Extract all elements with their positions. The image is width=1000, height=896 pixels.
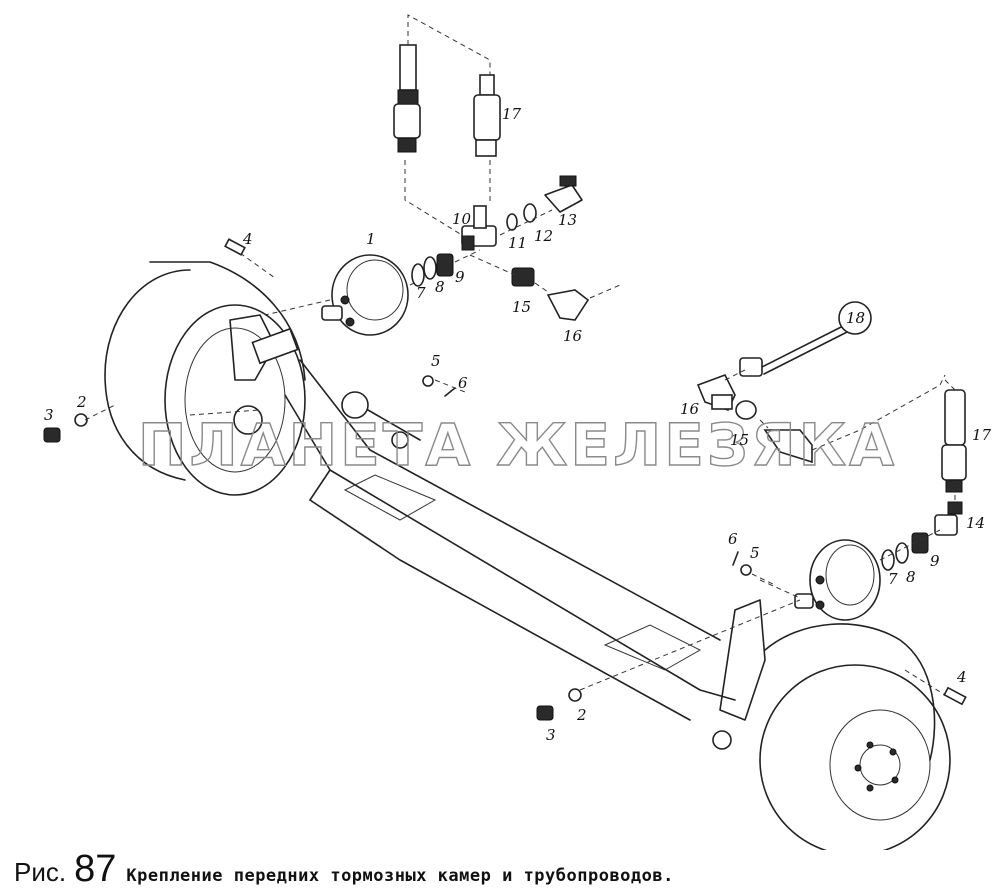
callout-17-right: 17 [972, 426, 992, 444]
axle-brake-diagram: ПЛАНЕТА ЖЕЛЕЗЯКА 1 2 3 4 5 6 7 8 9 10 11… [43, 14, 992, 850]
callout-7-right: 7 [888, 570, 898, 588]
watermark: ПЛАНЕТА ЖЕЛЕЗЯКА [138, 411, 897, 479]
callout-4-right: 4 [956, 668, 967, 686]
callout-18: 18 [846, 309, 865, 327]
callout-11: 11 [508, 234, 527, 252]
figure-caption: Рис. 87 Крепление передних тормозных кам… [14, 848, 674, 890]
left-brake-chamber [189, 249, 481, 416]
callout-13: 13 [558, 211, 577, 229]
callout-14: 14 [966, 514, 985, 532]
callout-8-right: 8 [906, 568, 916, 586]
caption-text: Крепление передних тормозных камер и тру… [126, 866, 674, 886]
callout-10: 10 [452, 210, 472, 228]
axle-beam [284, 359, 736, 721]
left-elbow [469, 254, 621, 321]
caption-prefix: Рис. [14, 857, 67, 887]
callout-5: 5 [431, 352, 441, 370]
left-brake-drum [104, 261, 306, 496]
callout-17: 17 [502, 105, 522, 123]
caption-figure-number: 87 [74, 848, 117, 890]
left-tee-fitting [461, 175, 583, 251]
callout-3: 3 [44, 406, 54, 424]
right-brake-drum [712, 599, 951, 850]
callout-8: 8 [435, 278, 445, 296]
callout-6-right: 6 [728, 530, 738, 548]
callout-9: 9 [455, 268, 465, 286]
callout-15: 15 [512, 298, 531, 316]
left-hoses [393, 14, 501, 241]
right-brake-chamber [579, 529, 946, 696]
hardware [43, 238, 967, 721]
callout-6: 6 [458, 374, 468, 392]
callout-16-right: 16 [680, 400, 700, 418]
callout-7: 7 [416, 284, 426, 302]
callout-2: 2 [76, 393, 87, 411]
callout-15-right: 15 [730, 431, 749, 449]
callout-9-right: 9 [930, 552, 940, 570]
callout-2-right: 2 [576, 706, 587, 724]
right-pipe-fittings [696, 301, 946, 464]
callout-1: 1 [366, 230, 376, 248]
callout-12: 12 [534, 227, 553, 245]
steering-link [341, 391, 421, 449]
callout-4: 4 [242, 230, 253, 248]
callout-5-right: 5 [750, 544, 760, 562]
callout-16: 16 [563, 327, 583, 345]
callouts: 1 2 3 4 5 6 7 8 9 10 11 12 13 15 16 17 1… [44, 105, 992, 744]
right-hose [934, 379, 967, 536]
callout-3-right: 3 [546, 726, 556, 744]
